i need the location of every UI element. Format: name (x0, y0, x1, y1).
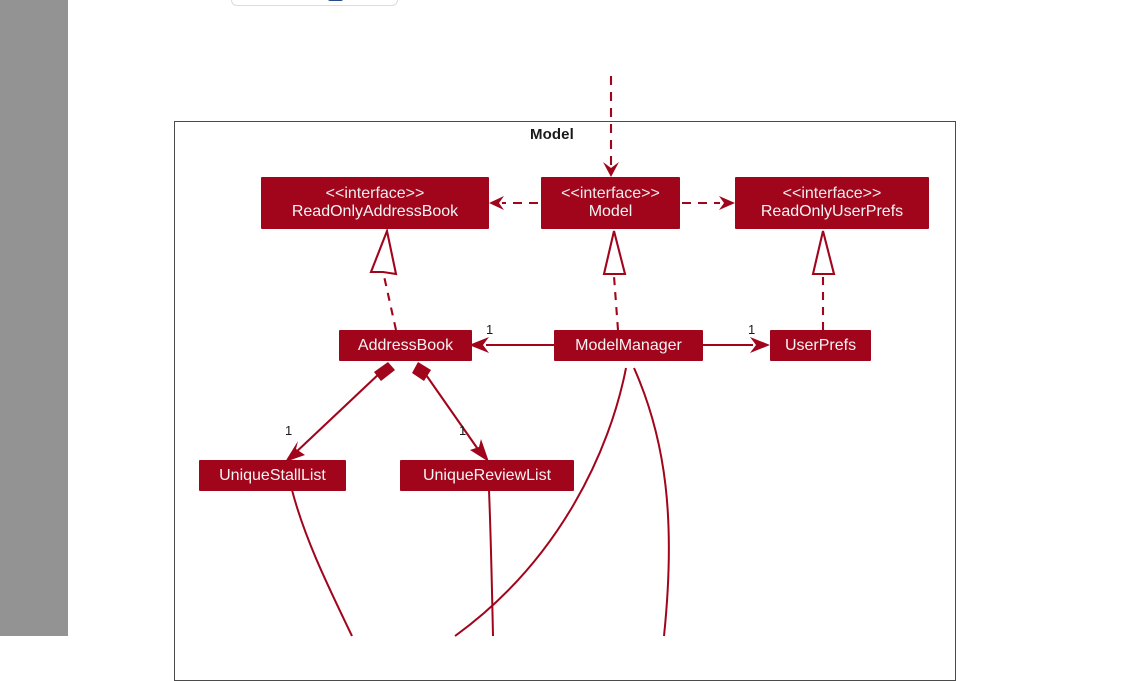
class-box-model[interactable]: <<interface>> Model (541, 177, 680, 229)
connector-model-to-readonlyaddressbook (489, 196, 538, 210)
model-class-diagram: Model (174, 76, 956, 681)
class-name: UniqueStallList (219, 466, 326, 484)
class-box-readonlyaddressbook[interactable]: <<interface>> ReadOnlyAddressBook (261, 177, 489, 229)
connector-overflow-curves (291, 367, 670, 637)
class-box-addressbook[interactable]: AddressBook (339, 330, 472, 361)
class-name: AddressBook (357, 336, 454, 354)
connector-addressbook-realizes-readonlyaddressbook (369, 227, 398, 331)
multiplicity-uniquereviewlist: 1 (459, 423, 467, 438)
class-name: ModelManager (575, 336, 682, 354)
connector-model-to-readonlyuserprefs (682, 196, 735, 210)
connector-addressbook-to-uniquereviewlist (412, 362, 489, 462)
connector-modelmanager-to-addressbook (469, 337, 554, 353)
multiplicity-uniquestalllist: 1 (285, 423, 293, 438)
class-box-uniquestalllist[interactable]: UniqueStallList (199, 460, 346, 491)
class-stereotype: <<interface>> (561, 185, 660, 203)
multiplicity-addressbook: 1 (486, 322, 494, 337)
class-name: ReadOnlyAddressBook (291, 203, 459, 220)
package-title: Model (530, 126, 574, 143)
page-root: Model (0, 0, 956, 681)
class-box-userprefs[interactable]: UserPrefs (770, 330, 871, 361)
connector-external-to-model (603, 76, 619, 177)
bookmark-icon (328, 0, 343, 1)
connector-modelmanager-realizes-model (602, 230, 627, 331)
class-name: ReadOnlyUserPrefs (760, 203, 904, 220)
class-stereotype: <<interface>> (325, 185, 425, 203)
class-stereotype: <<interface>> (782, 185, 882, 203)
connector-addressbook-to-uniquestalllist (285, 362, 395, 462)
class-box-readonlyuserprefs[interactable]: <<interface>> ReadOnlyUserPrefs (735, 177, 929, 229)
class-box-uniquereviewlist[interactable]: UniqueReviewList (400, 460, 574, 491)
class-name: UserPrefs (784, 336, 857, 354)
diagram-connectors (285, 76, 836, 637)
connector-userprefs-realizes-readonlyuserprefs (811, 230, 836, 330)
class-box-modelmanager[interactable]: ModelManager (554, 330, 703, 361)
left-gutter (0, 0, 68, 636)
class-name: UniqueReviewList (422, 466, 552, 484)
class-name: Model (588, 203, 633, 220)
connector-modelmanager-to-userprefs (703, 337, 770, 353)
multiplicity-userprefs: 1 (748, 322, 756, 337)
